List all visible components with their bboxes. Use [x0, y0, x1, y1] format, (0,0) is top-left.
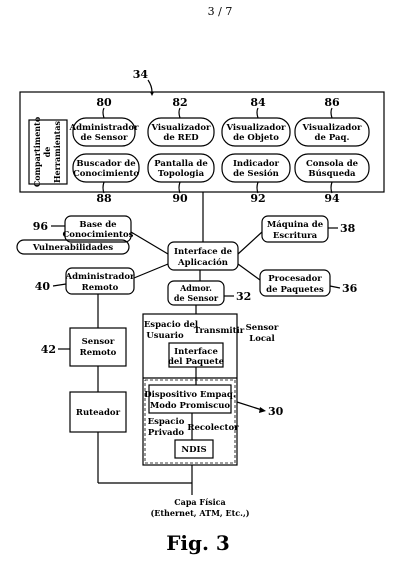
collector-label: Recolector	[187, 423, 239, 433]
object-viewer-l2: de Objeto	[233, 133, 279, 143]
knowledge-base-l1: Base de	[79, 220, 117, 230]
ref-90: 90	[172, 192, 188, 205]
ref-34: 34	[133, 68, 149, 81]
topology-screen-l1: Pantalla de	[154, 159, 208, 169]
router-label: Ruteador	[76, 408, 121, 418]
local-sensor-l2: Local	[249, 334, 275, 344]
leader-84	[257, 108, 258, 118]
ref-84: 84	[250, 96, 266, 109]
topology-screen-l2: Topologia	[158, 169, 205, 179]
vulnerabilities-label: Vulnerabilidades	[32, 243, 113, 253]
link-remote-admin-app	[134, 264, 168, 278]
remote-sensor-l2: Remoto	[80, 348, 117, 358]
packet-viewer-l1: Visualizador	[301, 123, 362, 133]
page-number: 3 / 7	[208, 5, 233, 18]
ref-32: 32	[236, 290, 251, 303]
knowledge-base-l2: Conocimientos	[63, 230, 134, 240]
remote-admin-l2: Remoto	[82, 283, 119, 293]
packet-viewer-l2: de Paq.	[315, 133, 350, 143]
packet-interface-l2: del Paquete	[168, 357, 225, 367]
sensor-admin-l2: de Sensor	[81, 133, 128, 143]
packer-device-l2: Modo Promiscuo	[150, 401, 231, 411]
svg-text:Compartimento: Compartimento	[32, 116, 42, 187]
ref-36: 36	[342, 282, 358, 295]
app-interface-l2: Aplicación	[177, 257, 228, 268]
private-space-l1: Espacio	[148, 417, 185, 427]
user-space-l1: Espacio del	[144, 320, 199, 330]
object-viewer-l1: Visualizador	[225, 123, 286, 133]
leader-82	[179, 108, 180, 118]
session-indicator-l2: de Sesión	[233, 168, 279, 179]
link-knowledge-app	[131, 232, 168, 254]
net-viewer-l2: de RED	[163, 133, 199, 143]
ref-92: 92	[250, 192, 265, 205]
packer-device-l1: Dispositivo Empaq.	[144, 390, 236, 400]
packet-processor-l2: de Paquetes	[266, 285, 324, 295]
knowledge-search-l1: Buscador de	[76, 159, 136, 169]
leader-40	[53, 284, 66, 286]
writing-machine-l1: Máquina de	[267, 219, 324, 230]
link-writing-app	[238, 232, 262, 254]
writing-machine-l2: Escritura	[273, 231, 318, 241]
packet-interface-l1: Interface	[174, 347, 218, 357]
ref-30: 30	[268, 405, 284, 418]
svg-text:de: de	[42, 147, 52, 158]
remote-sensor-l1: Sensor	[82, 337, 115, 347]
ndis-label: NDIS	[181, 445, 206, 455]
sensor-admin-small-l1: Admor.	[179, 283, 212, 293]
sensor-admin-small-l2: de Sensor	[174, 293, 219, 303]
physical-layer-l1: Capa Física	[174, 497, 225, 507]
leader-80	[103, 108, 104, 118]
leader-86	[331, 108, 332, 118]
figure-caption: Fig. 3	[166, 531, 230, 555]
leader-30	[237, 402, 262, 410]
ref-82: 82	[172, 96, 187, 109]
ref-94: 94	[324, 192, 340, 205]
svg-text:Herramientas: Herramientas	[52, 120, 62, 183]
ref-42: 42	[41, 343, 56, 356]
knowledge-search-l2: Conocimiento	[73, 169, 139, 179]
toolbox-label: Compartimento de Herramientas	[32, 116, 62, 187]
leader-34	[148, 80, 152, 92]
physical-layer-l2: (Ethernet, ATM, Etc.,)	[150, 508, 249, 518]
transmit-label: Transmitir	[194, 326, 245, 336]
user-space-l2: Usuario	[146, 331, 184, 341]
search-console-l1: Consola de	[306, 159, 359, 169]
local-sensor-l1: Sensor	[246, 323, 279, 333]
packet-processor-l1: Procesador	[268, 274, 322, 284]
ref-40: 40	[35, 280, 51, 293]
sensor-admin-l1: Administrador	[69, 123, 139, 133]
app-interface-l1: Interface de	[174, 247, 233, 257]
remote-admin-l1: Administrador	[65, 272, 135, 282]
link-processor-app	[238, 264, 260, 280]
ref-38: 38	[340, 222, 356, 235]
node-remote-sensor	[70, 328, 126, 366]
ref-96: 96	[33, 220, 49, 233]
session-indicator-l1: Indicador	[233, 159, 280, 169]
leader-36	[330, 286, 340, 288]
ref-86: 86	[324, 96, 340, 109]
ref-88: 88	[96, 192, 112, 205]
search-console-l2: Búsqueda	[308, 168, 356, 179]
net-viewer-l1: Visualizador	[150, 123, 211, 133]
private-space-l2: Privado	[148, 428, 184, 438]
ref-80: 80	[96, 96, 112, 109]
